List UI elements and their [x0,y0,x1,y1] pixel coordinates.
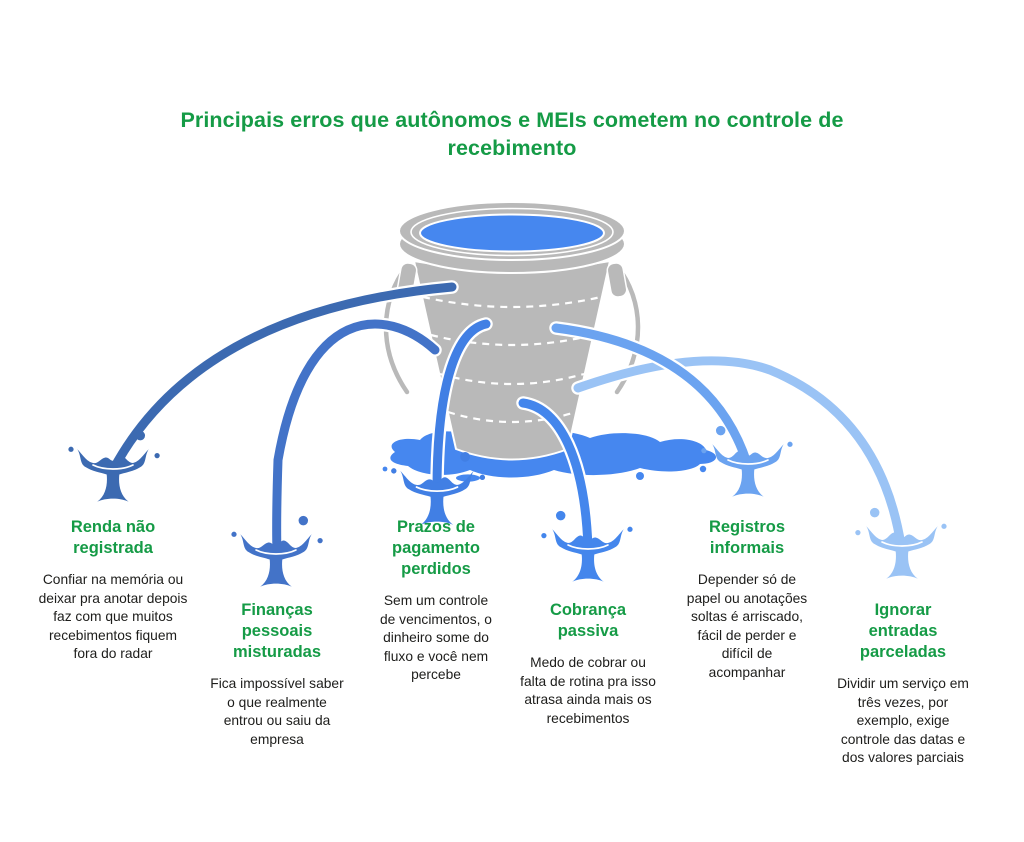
bucket-dashed-lines [422,295,602,424]
item-heading: Prazos de pagamento perdidos [391,518,480,578]
item-heading: Registros informais [708,518,786,557]
splash-registros [700,425,794,498]
error-item-registros-informais: Registros informais Depender só de papel… [652,517,842,682]
error-item-ignorar-entradas-parceladas: Ignorar entradas parceladas Dividir um s… [808,600,998,768]
error-item-financas-pessoais-misturadas: Finanças pessoais misturadas Fica imposs… [182,600,372,749]
item-description: Fica impossível saber o que realmente en… [210,676,344,747]
water-surface [419,213,605,253]
item-heading: Finanças pessoais misturadas [232,601,322,661]
item-description: Medo de cobrar ou falta de rotina pra is… [520,655,656,726]
item-description: Sem um controle de vencimentos, o dinhei… [380,593,492,682]
item-heading: Cobrança passiva [549,601,627,640]
stream-financas [272,319,440,558]
stream-cobranca [518,398,593,553]
water-streams [107,280,908,560]
stream-entradas [573,356,906,550]
error-item-cobranca-passiva: Cobrança passiva Medo de cobrar ou falta… [493,600,683,728]
stream-renda [109,282,457,473]
error-item-renda-nao-registrada: Renda não registrada Confiar na memória … [18,517,208,664]
item-heading: Ignorar entradas parceladas [859,601,947,661]
item-description: Confiar na memória ou deixar pra anotar … [38,572,188,661]
item-description: Dividir um serviço em três vezes, por ex… [837,676,969,765]
item-description: Depender só de papel ou anotações soltas… [686,572,808,680]
stream-prazos [432,319,491,495]
error-item-prazos-de-pagamento-perdidos: Prazos de pagamento perdidos Sem um cont… [341,517,531,685]
splash-renda [67,430,161,503]
stream-registros [551,323,752,468]
bucket-rim-inner-ring [410,207,614,257]
item-heading: Renda não registrada [70,518,156,557]
page-title: Principais erros que autônomos e MEIs co… [180,108,844,161]
